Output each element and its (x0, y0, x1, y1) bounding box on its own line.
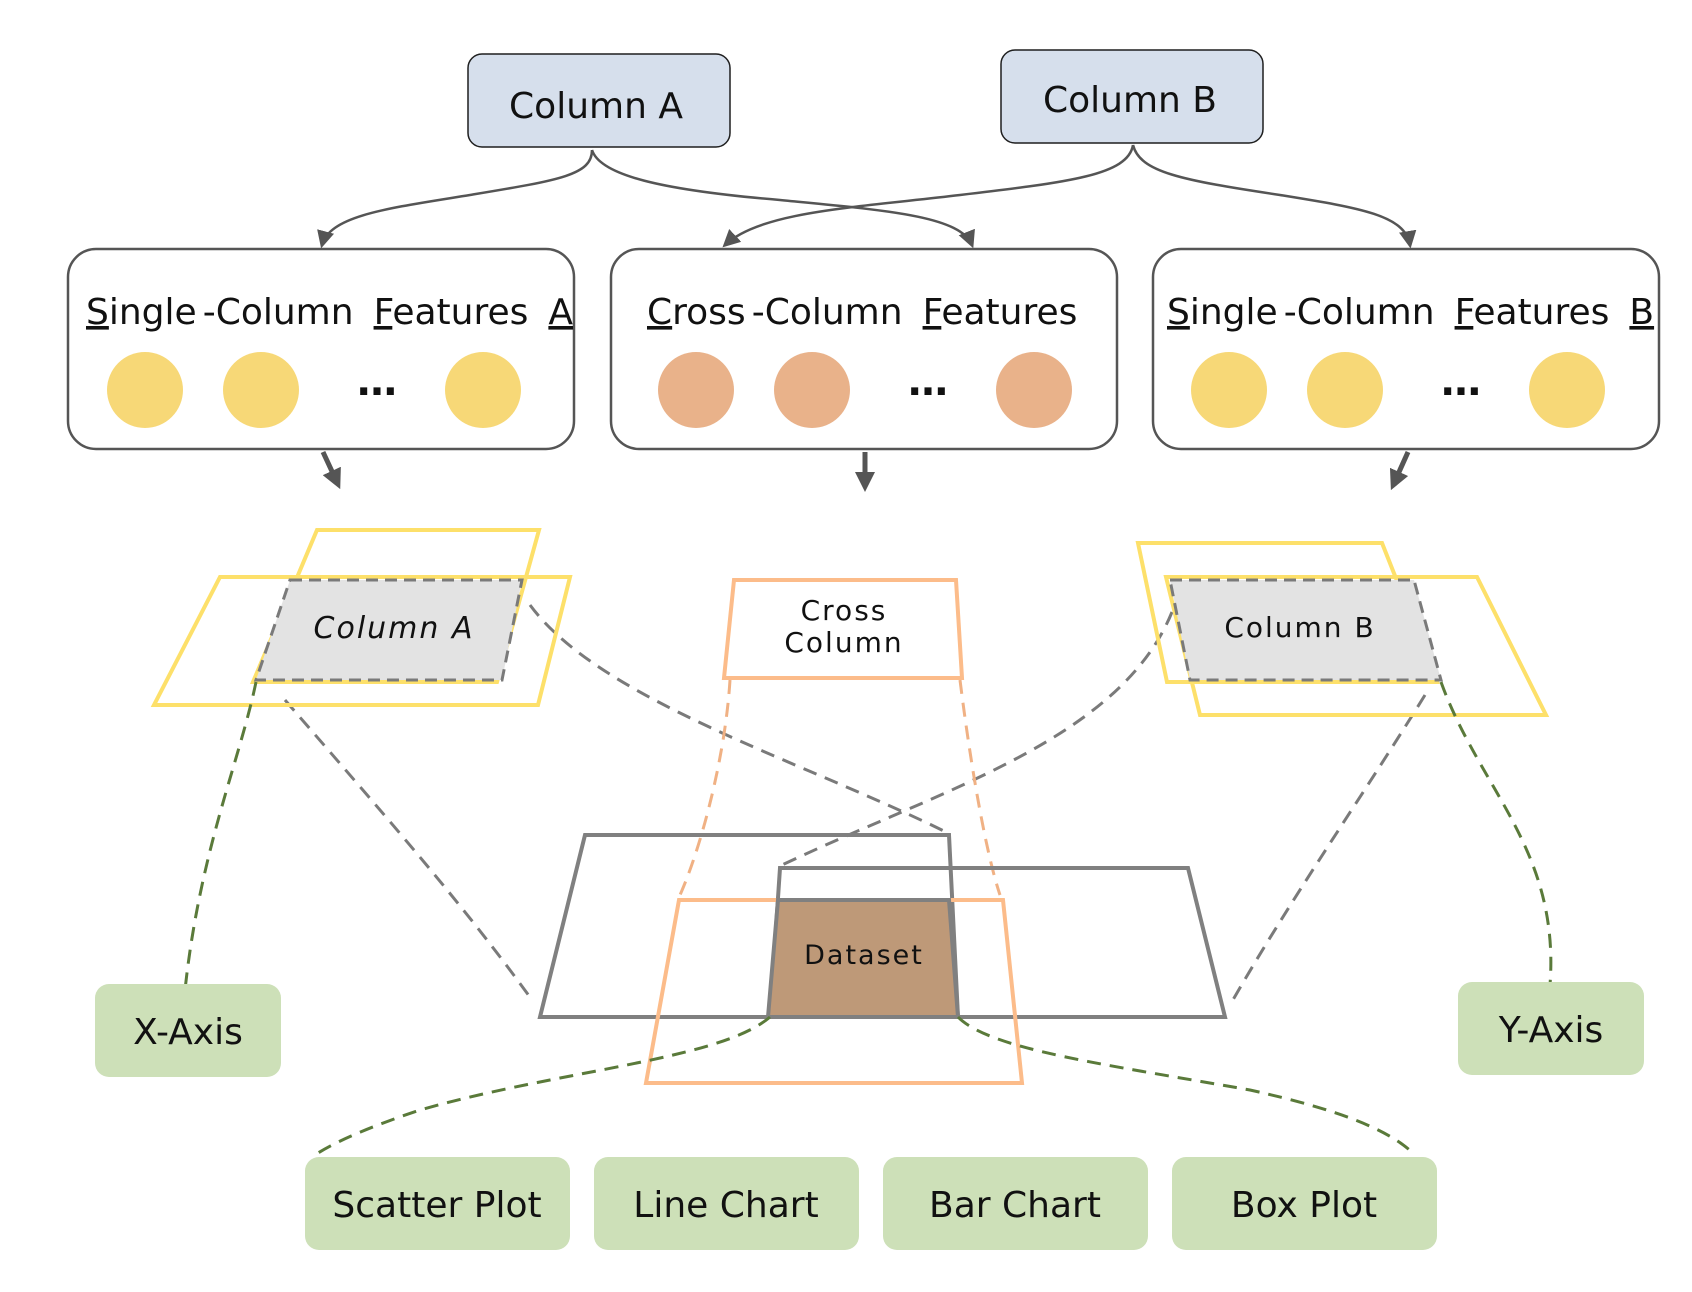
green-dashed-connectors (183, 681, 1553, 1157)
y-axis-label: Y-Axis (1498, 1010, 1604, 1051)
feature-dot (996, 352, 1072, 428)
dataset-planes: Dataset (537, 833, 1228, 1085)
chart-type-scatter: Scatter Plot (305, 1157, 570, 1250)
chart-type-bar: Bar Chart (883, 1157, 1148, 1250)
column-a-plane: Column A (150, 528, 573, 707)
chart-type-label: Box Plot (1231, 1185, 1377, 1226)
dash-a-right-to-dataset (528, 604, 949, 835)
feature-to-plane-arrows (320, 450, 1411, 492)
column-b-plane: Column B (1135, 541, 1550, 717)
arrow-b-to-single-b (1131, 144, 1417, 249)
plane-cross-line1: Cross (801, 594, 888, 627)
plane-column-b-label: Column B (1224, 611, 1375, 644)
dash-dataset-to-box (956, 1015, 1417, 1157)
feature-dot (223, 352, 299, 428)
plane-cross-line2: Column (784, 626, 903, 659)
dash-b-right-to-dataset (1228, 694, 1427, 1006)
column-to-feature-arrows (317, 144, 1417, 249)
chart-type-label: Line Chart (633, 1185, 818, 1226)
plane-column-a-label: Column A (314, 611, 475, 646)
feature-dot (774, 352, 850, 428)
dash-cross-left (678, 679, 732, 896)
dash-a-to-x-axis (183, 681, 258, 991)
y-axis-node: Y-Axis (1458, 982, 1644, 1075)
dash-a-left-to-dataset (283, 699, 534, 1001)
feature-dot (1191, 352, 1267, 428)
chart-type-label: Scatter Plot (332, 1185, 541, 1226)
plane-dataset-label: Dataset (804, 940, 924, 971)
x-axis-node: X-Axis (95, 984, 281, 1077)
arrow-down-right (1389, 450, 1411, 491)
more-features-ellipsis: … (1441, 359, 1481, 405)
chart-type-line: Line Chart (594, 1157, 859, 1250)
feature-dot (658, 352, 734, 428)
column-a-label: Column A (509, 86, 683, 127)
arrow-a-to-cross (590, 149, 975, 249)
arrow-b-to-cross (722, 144, 1135, 248)
dash-cross-right (958, 679, 1002, 896)
orange-dashed-connectors (678, 679, 1002, 896)
chart-type-label: Bar Chart (929, 1185, 1101, 1226)
dash-b-to-y-axis (1439, 681, 1553, 986)
feature-dot (445, 352, 521, 428)
arrow-down-left (320, 450, 341, 490)
feature-dot (1307, 352, 1383, 428)
feature-dot (1529, 352, 1605, 428)
column-b-node: Column B (1000, 49, 1264, 144)
dash-dataset-to-scatter (314, 1015, 771, 1157)
column-a-node: Column A (467, 53, 731, 148)
x-axis-label: X-Axis (133, 1012, 243, 1053)
arrow-a-to-single-a (317, 149, 594, 249)
more-features-ellipsis: … (357, 359, 397, 405)
feature-dot (107, 352, 183, 428)
cross-column-plane: Cross Column (721, 578, 965, 680)
chart-type-box: Box Plot (1172, 1157, 1437, 1250)
more-features-ellipsis: … (908, 359, 948, 405)
column-b-label: Column B (1043, 80, 1217, 121)
